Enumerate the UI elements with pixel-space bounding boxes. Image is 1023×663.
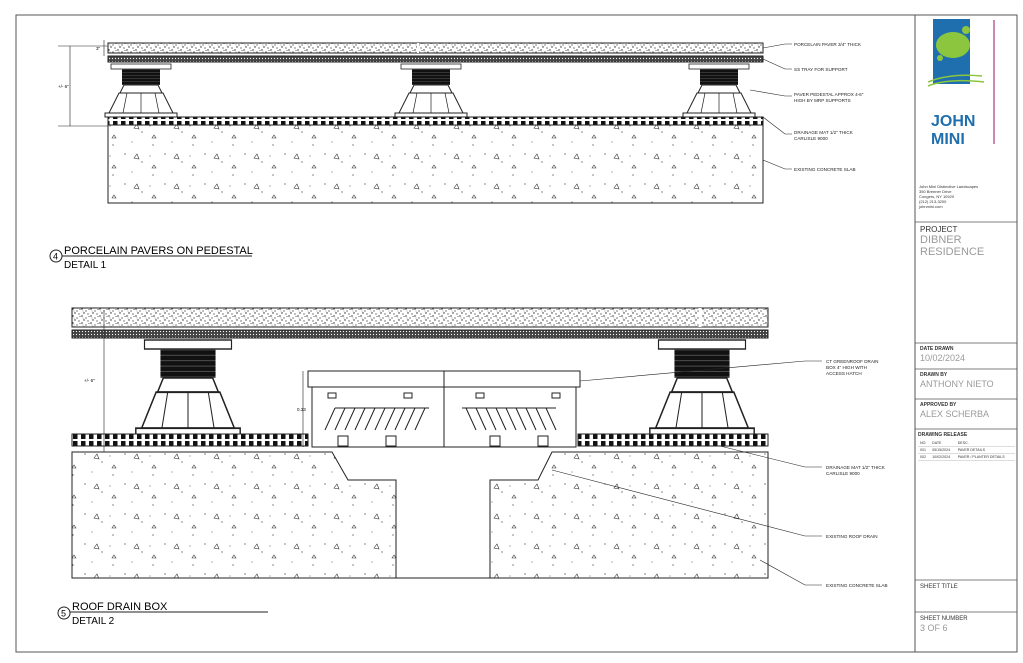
paver-pedestal [682, 63, 756, 118]
porcelain-paver [71, 307, 769, 328]
john-mini-logo: JOHN MINI [927, 19, 995, 148]
sheet-border [15, 14, 1018, 653]
ss-tray [107, 55, 764, 63]
drainage-mat [107, 116, 764, 126]
approved-by: ALEX SCHERBA [920, 409, 990, 419]
detail-subtitle: DETAIL 1 [64, 260, 107, 271]
drainage-mat [577, 433, 769, 447]
concrete-slab [71, 451, 397, 579]
company-address: John Mini Distinctive Landscapes 350 Bre… [919, 184, 979, 209]
table-row: 001 05/15/2024 PAVER DETAILS [918, 446, 1015, 454]
dim-box: 0.33 [297, 407, 306, 412]
detail-2-drawing: +/- 6" 0.33 CT GREENROOF DRAIN BOX 4" HI… [57, 307, 888, 627]
project-name: DIBNER [920, 234, 962, 246]
detail-subtitle: DETAIL 2 [72, 616, 115, 627]
paver-pedestal [394, 63, 468, 118]
callout-porcelain-paver: PORCELAIN PAVER 3/4" THICK [794, 42, 862, 47]
table-row: 002 10/02/2024 PAVER / PLANTER DETAILS [918, 453, 1015, 461]
drainage-mat [71, 433, 309, 447]
callout-pedestal-2: HIGH BY MRP SUPPORTS [794, 98, 851, 103]
concrete-slab [489, 451, 769, 579]
callout-concrete-slab: EXISTING CONCRETE SLAB [794, 167, 856, 172]
dim-height: +/- 6" [58, 84, 69, 89]
detail-title: PORCELAIN PAVERS ON PEDESTAL [64, 245, 253, 257]
detail-number-circle [57, 606, 71, 620]
dim-height: +/- 6" [84, 378, 95, 383]
callout-drainage-mat: DRAINAGE MAT 1/2" THICK [826, 465, 886, 470]
callout-drain-box-2: BOX 4" HIGH WITH [826, 365, 867, 370]
paver-pedestal [104, 63, 178, 118]
drawing-release: DRAWING RELEASE NO. DATE DESC. 001 05/15… [918, 432, 1019, 461]
project-block: PROJECT DIBNER RESIDENCE [920, 225, 1021, 258]
drawn-by-block: DRAWN BY ANTHONY NIETO [920, 372, 1021, 390]
detail-number: 4 [53, 252, 58, 262]
callout-drainage-mat-2: CARLISLE 9000 [794, 136, 828, 141]
approved-by-block: APPROVED BY ALEX SCHERBA [920, 402, 1021, 420]
detail-1-drawing: +/- 6" 3" PORCELAIN PAVER 3/4" THICK SS … [49, 40, 864, 271]
drain-box [307, 370, 581, 448]
sheet-title-block: SHEET TITLE [920, 584, 958, 590]
paver-pedestal [134, 339, 242, 437]
svg-text:MINI: MINI [931, 131, 965, 148]
project-name-2: RESIDENCE [920, 246, 985, 258]
dim-paver: 3" [96, 46, 101, 51]
detail-number: 5 [61, 609, 66, 619]
ss-tray [71, 329, 769, 339]
callout-pedestal: PAVER PEDESTAL APPROX 4-6" [794, 92, 864, 97]
svg-text:JOHN: JOHN [931, 113, 975, 130]
detail-title: ROOF DRAIN BOX [72, 601, 168, 613]
callout-roof-drain: EXISTING ROOF DRAIN [826, 534, 878, 539]
drawn-by: ANTHONY NIETO [920, 379, 994, 389]
callout-ss-tray: SS TRAY FOR SUPPORT [794, 67, 848, 72]
sheet-number: 3 OF 6 [920, 623, 948, 633]
callout-concrete-slab: EXISTING CONCRETE SLAB [826, 583, 888, 588]
porcelain-paver [107, 42, 764, 54]
release-table: NO. DATE DESC. 001 05/15/2024 PAVER DETA… [918, 440, 1015, 461]
project-label: PROJECT [920, 225, 958, 234]
callout-drain-box: CT GREENROOF DRAIN [826, 359, 879, 364]
callout-drainage-mat-2: CARLISLE 9000 [826, 471, 860, 476]
callout-drain-box-3: ACCESS HATCH [826, 371, 862, 376]
paver-pedestal [648, 339, 756, 437]
concrete-slab [107, 124, 764, 204]
date-drawn: 10/02/2024 [920, 353, 966, 363]
callout-drainage-mat: DRAINAGE MAT 1/2" THICK [794, 130, 854, 135]
date-drawn-block: DATE DRAWN 10/02/2024 [920, 346, 1021, 364]
sheet-number-block: SHEET NUMBER 3 OF 6 [920, 616, 1021, 634]
